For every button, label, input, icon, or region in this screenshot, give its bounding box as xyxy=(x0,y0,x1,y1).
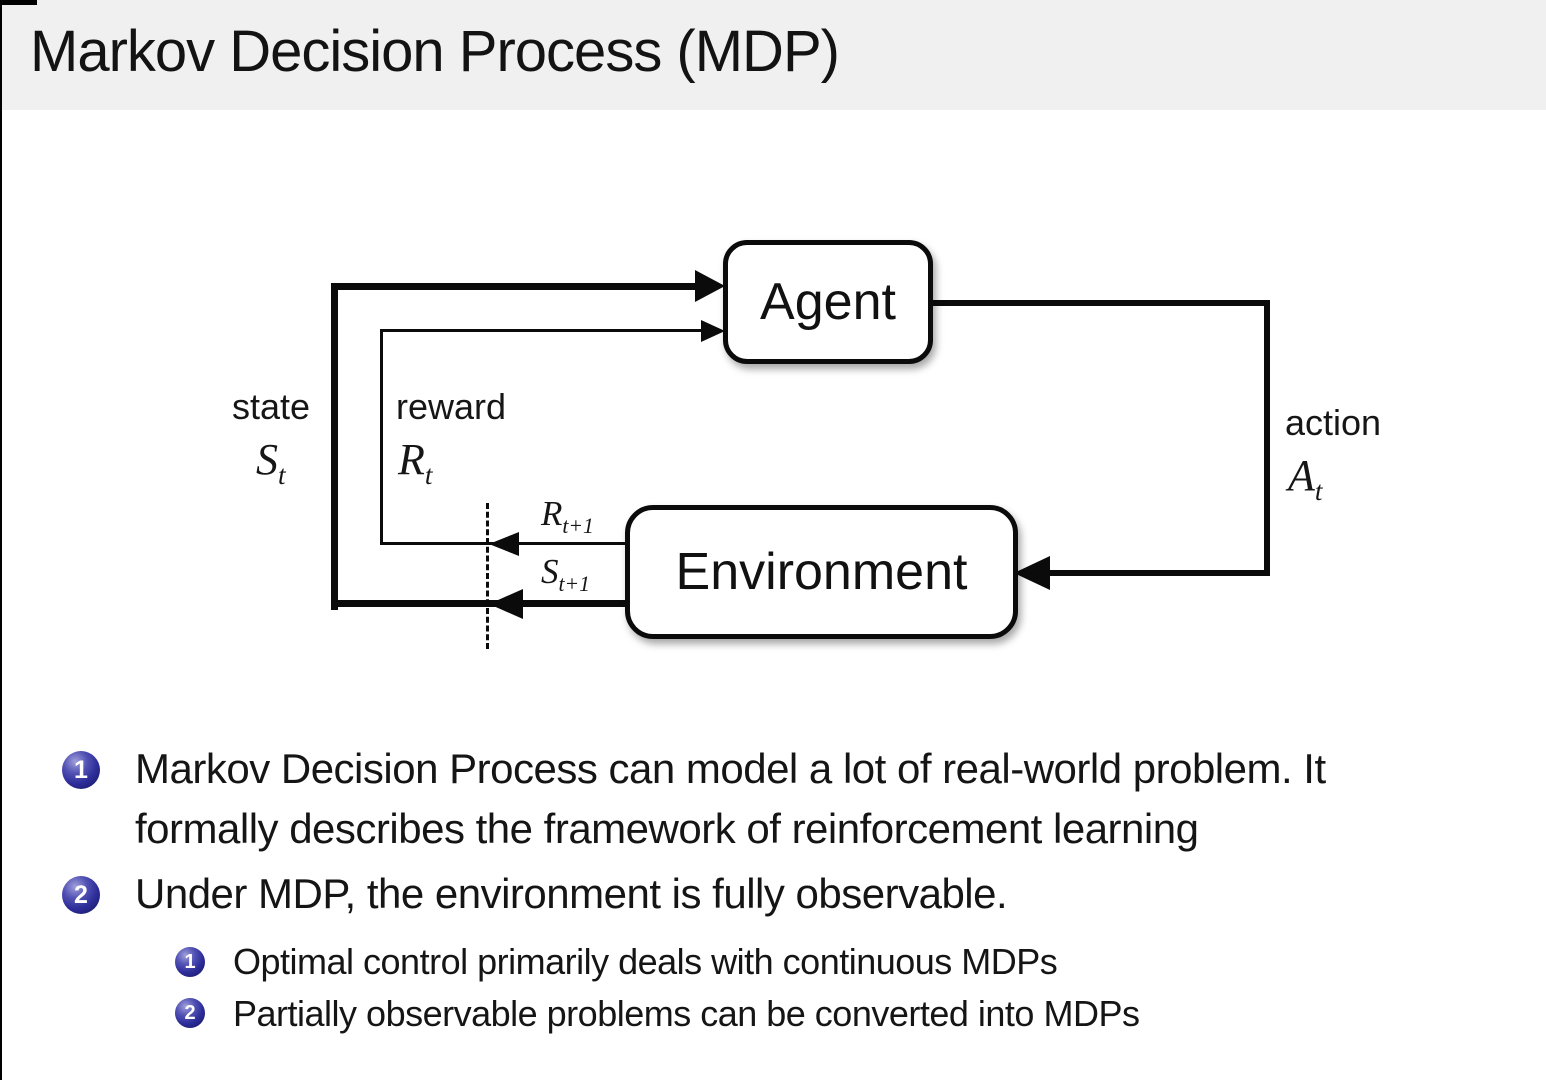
action-line-from-agent xyxy=(929,300,1270,306)
arrowhead-next-reward-left xyxy=(489,532,519,556)
next-reward-symbol: Rt+1 xyxy=(541,494,594,539)
reward-line-vertical xyxy=(380,329,383,545)
next-reward-base: R xyxy=(541,494,563,533)
slide-left-border xyxy=(0,0,2,1080)
arrowhead-next-state-left xyxy=(489,589,523,619)
reward-line-to-agent xyxy=(380,329,705,332)
bullet-list: 1 Markov Decision Process can model a lo… xyxy=(0,735,1546,1080)
agent-label: Agent xyxy=(760,273,896,331)
title-bar: Markov Decision Process (MDP) xyxy=(0,0,1546,110)
state-line-to-agent xyxy=(331,283,703,290)
action-symbol-base: A xyxy=(1288,451,1315,500)
page-title: Markov Decision Process (MDP) xyxy=(30,19,840,84)
enumeration-ball-1: 1 xyxy=(62,751,100,789)
sub-bullet-2-text: Partially observable problems can be con… xyxy=(233,993,1140,1034)
state-line-vertical xyxy=(331,283,338,610)
state-label: state xyxy=(232,386,311,427)
state-line-from-environment xyxy=(334,600,627,607)
action-symbol: At xyxy=(1288,450,1322,507)
reward-label: reward xyxy=(396,386,507,427)
arrowhead-reward-into-agent xyxy=(701,320,725,342)
action-label: action xyxy=(1285,402,1382,443)
environment-label: Environment xyxy=(675,543,968,601)
agent-node: Agent xyxy=(723,240,933,364)
action-line-vertical xyxy=(1264,300,1270,576)
bullet-2-text: Under MDP, the environment is fully obse… xyxy=(135,870,1008,917)
bullet-1-line-2: formally describes the framework of rein… xyxy=(135,805,1199,852)
top-left-corner-notch xyxy=(0,0,37,5)
action-symbol-subscript: t xyxy=(1314,475,1323,506)
state-symbol-base: S xyxy=(256,435,278,484)
action-line-to-environment xyxy=(1044,570,1270,576)
mdp-diagram: Agent Environment state St reward Rt Rt+… xyxy=(232,240,1382,649)
sub-enumeration-ball-2: 2 xyxy=(175,998,205,1028)
state-symbol: St xyxy=(256,434,286,491)
arrowhead-state-into-agent xyxy=(695,270,725,302)
enumeration-ball-2: 2 xyxy=(62,876,100,914)
time-step-dashed-line xyxy=(486,503,489,649)
next-state-symbol: St+1 xyxy=(541,552,590,597)
arrowhead-action-into-environment xyxy=(1014,556,1050,590)
sub-enumeration-ball-1: 1 xyxy=(175,947,205,977)
environment-node: Environment xyxy=(625,505,1018,639)
reward-symbol: Rt xyxy=(398,434,432,491)
reward-symbol-base: R xyxy=(398,435,425,484)
next-reward-subscript: t+1 xyxy=(562,514,594,538)
state-symbol-subscript: t xyxy=(278,459,286,490)
bullet-1-line-1: Markov Decision Process can model a lot … xyxy=(135,745,1326,792)
next-state-base: S xyxy=(541,552,559,591)
next-state-subscript: t+1 xyxy=(558,572,591,596)
sub-bullet-1-text: Optimal control primarily deals with con… xyxy=(233,941,1058,982)
reward-symbol-subscript: t xyxy=(424,459,433,490)
